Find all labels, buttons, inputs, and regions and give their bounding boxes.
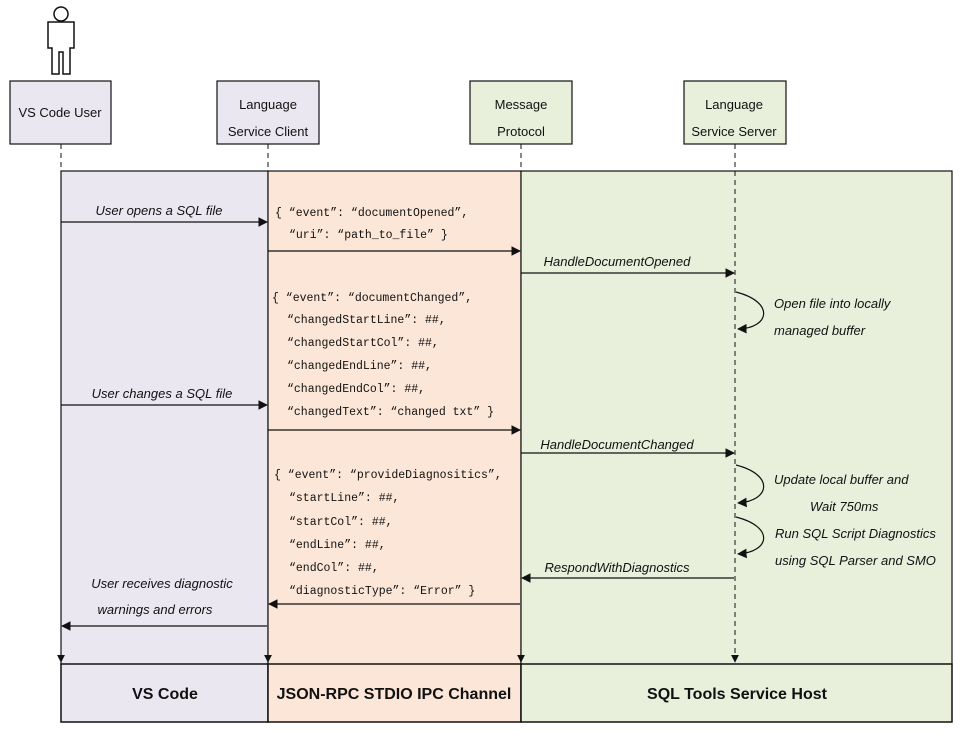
user-box-label: VS Code User (18, 105, 102, 120)
person-icon (47, 6, 75, 75)
msg-handle-opened: HandleDocumentOpened (544, 254, 691, 269)
payload-opened-line-2: “uri”: “path_to_file” } (289, 229, 448, 242)
ipc-region (267, 170, 522, 666)
payload-diag-line-3: “startCol”: ##, (289, 516, 393, 529)
note-open-file-2: managed buffer (774, 323, 866, 338)
vscode-region-label: VS Code (132, 686, 198, 703)
msg-handle-changed: HandleDocumentChanged (540, 437, 694, 452)
host-band (520, 663, 953, 723)
note-update-buffer-1: Update local buffer and (774, 472, 909, 487)
payload-diag-line-2: “startLine”: ##, (289, 492, 399, 505)
client-box (216, 80, 320, 145)
payload-diag-line-5: “endCol”: ##, (289, 562, 379, 575)
payload-changed-line-1: { “event”: “documentChanged”, (272, 292, 472, 305)
note-run-diag-1: Run SQL Script Diagnostics (775, 526, 936, 541)
protocol-box (469, 80, 573, 145)
payload-diag-line-4: “endLine”: ##, (289, 539, 386, 552)
self-loop-update-buffer (735, 464, 765, 508)
payload-opened-line-1: { “event”: “documentOpened”, (275, 207, 468, 220)
msg-user-receives-2: warnings and errors (98, 602, 213, 617)
server-box-label-1: Language (705, 97, 763, 112)
ipc-region-label: JSON-RPC STDIO IPC Channel (277, 686, 512, 703)
self-loop-run-diagnostics (735, 516, 765, 559)
server-box-label-2: Service Server (691, 124, 777, 139)
user-box (9, 80, 112, 145)
host-region (520, 170, 953, 666)
payload-changed-line-4: “changedEndLine”: ##, (287, 360, 432, 373)
client-box-label-1: Language (239, 97, 297, 112)
client-box-label-2: Service Client (228, 124, 309, 139)
protocol-box-label-1: Message (495, 97, 548, 112)
note-run-diag-2: using SQL Parser and SMO (775, 553, 936, 568)
protocol-box-label-2: Protocol (497, 124, 545, 139)
vscode-region (60, 170, 269, 666)
msg-user-receives-1: User receives diagnostic (91, 576, 233, 591)
payload-diag-line-6: “diagnosticType”: “Error” } (289, 585, 475, 598)
msg-respond-diagnostics: RespondWithDiagnostics (544, 560, 690, 575)
host-region-label: SQL Tools Service Host (647, 686, 828, 703)
payload-changed-line-6: “changedText”: “changed txt” } (287, 406, 494, 419)
payload-changed-line-3: “changedStartCol”: ##, (287, 337, 439, 350)
note-open-file-1: Open file into locally (774, 296, 892, 311)
self-loop-open-file (735, 291, 765, 334)
payload-changed-line-5: “changedEndCol”: ##, (287, 383, 425, 396)
ipc-band (267, 663, 522, 723)
vscode-band (60, 663, 269, 723)
msg-user-changes: User changes a SQL file (92, 386, 233, 401)
payload-changed-line-2: “changedStartLine”: ##, (287, 314, 446, 327)
server-box (683, 80, 787, 145)
note-update-buffer-2: Wait 750ms (810, 499, 879, 514)
payload-diag-line-1: { “event”: “provideDiagnositics”, (274, 469, 502, 482)
msg-user-opens: User opens a SQL file (96, 203, 223, 218)
